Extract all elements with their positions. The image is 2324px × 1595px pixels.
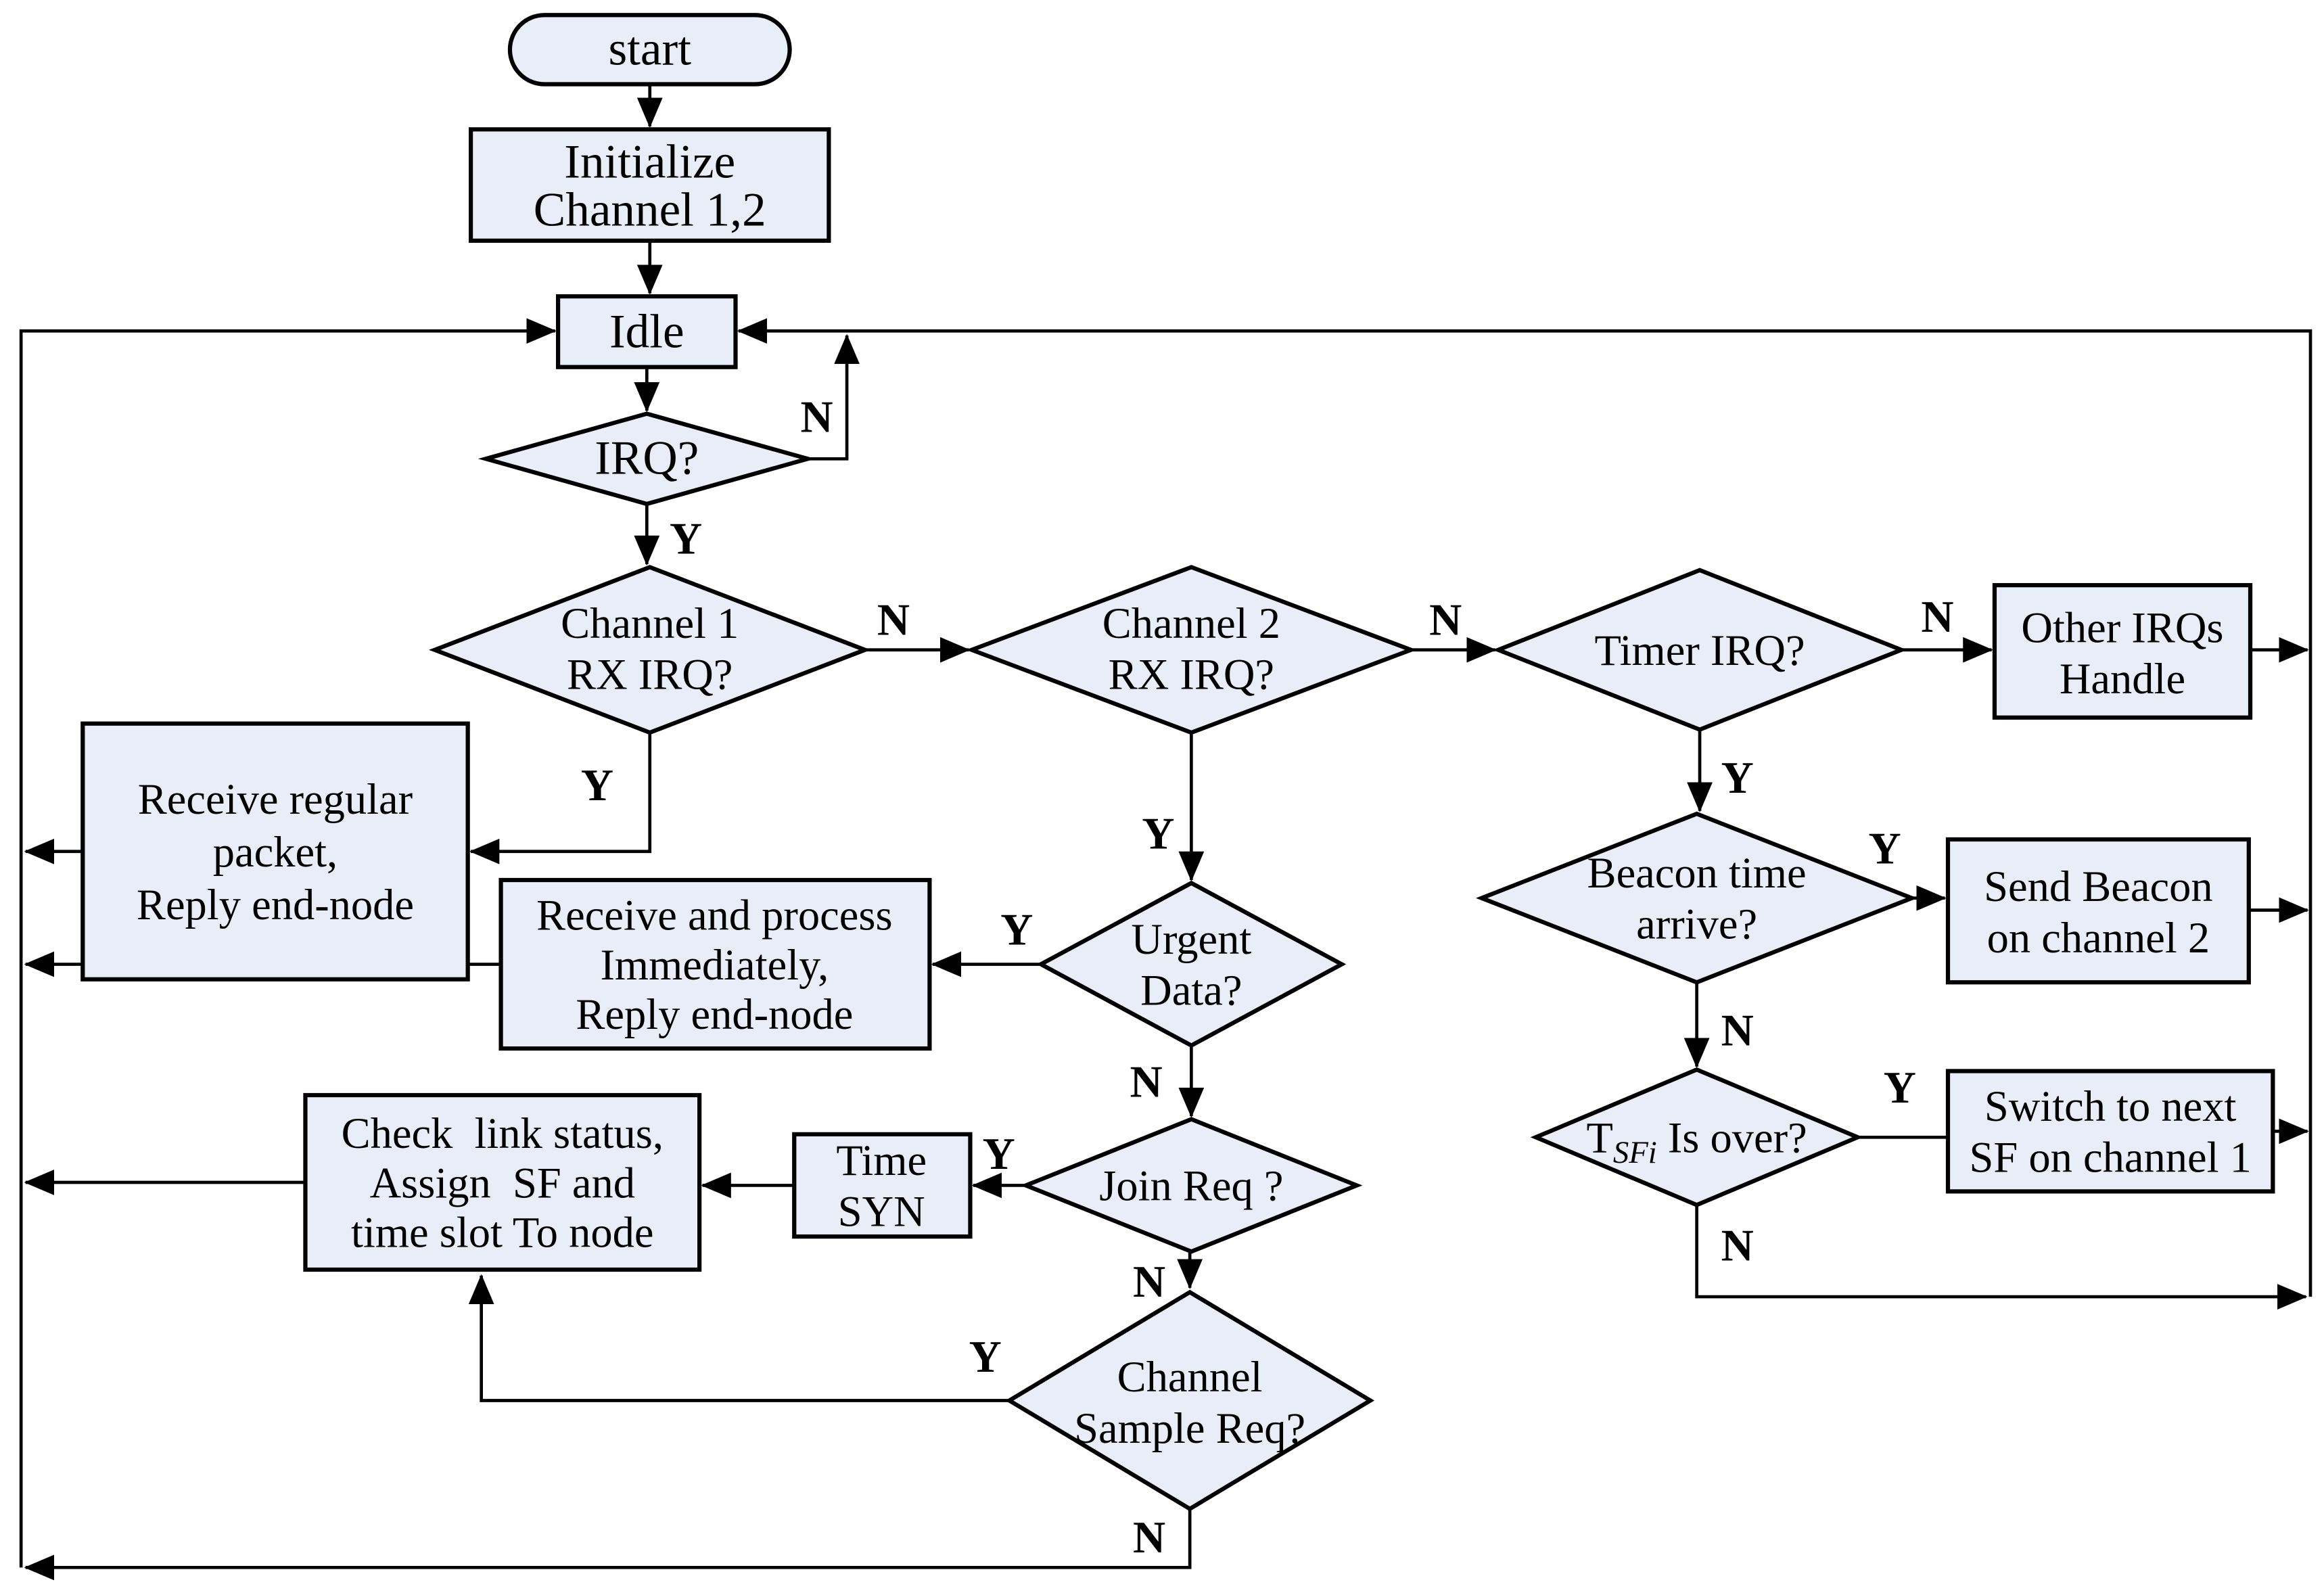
decision-channel-sample-req [1005, 1289, 1375, 1512]
node-receive-and-process [498, 877, 932, 1051]
node-start [507, 13, 792, 87]
decision-sample-line1: Channel [1117, 1353, 1263, 1401]
node-other-irqs-line2: Handle [2060, 655, 2185, 703]
node-idle [555, 294, 738, 369]
label-beacon-no: N [1721, 1007, 1754, 1056]
node-time-syn [792, 1132, 973, 1239]
decision-timer-irq [1492, 568, 1907, 732]
node-switch-line1: Switch to next [1984, 1082, 2237, 1130]
edge-tsfi-no [1695, 1205, 2308, 1310]
label-join-yes: Y [983, 1130, 1015, 1179]
decision-channel2-rx-irq [965, 565, 1417, 735]
tsfi-subscript: SFi [1613, 1135, 1657, 1170]
label-tsfi-yes: Y [1884, 1063, 1916, 1113]
decision-tsfi-label: TSFi Is over? [1586, 1114, 1807, 1171]
tsfi-suffix: Is over? [1657, 1114, 1807, 1162]
label-irq-no: N [801, 392, 833, 442]
node-initialize-line1: Initialize [564, 135, 735, 188]
node-receive-regular-line2: packet, [213, 828, 338, 876]
node-start-label: start [608, 23, 691, 76]
node-check-link-line3: time slot To node [351, 1209, 653, 1257]
decision-urgent-line2: Data? [1140, 967, 1242, 1015]
node-initialize-line2: Channel 1,2 [534, 184, 766, 237]
tsfi-prefix: T [1586, 1114, 1612, 1162]
label-timer-yes: Y [1721, 754, 1754, 803]
label-beacon-yes: Y [1869, 825, 1901, 874]
decision-timer-label: Timer IRQ? [1595, 626, 1805, 674]
node-receive-regular-packet [80, 721, 470, 981]
node-initialize [468, 127, 831, 243]
node-other-irqs-line1: Other IRQs [2021, 604, 2223, 652]
label-channel2-no: N [1429, 596, 1462, 645]
edge-sample-no-bottom [24, 1508, 1192, 1581]
decision-channel1-line2: RX IRQ? [567, 651, 733, 699]
node-send-beacon-line2: on channel 2 [1987, 914, 2210, 962]
label-channel1-yes: Y [581, 761, 613, 810]
node-send-beacon [1945, 837, 2251, 985]
node-receive-process-line3: Reply end-node [576, 990, 853, 1038]
label-timer-no: N [1921, 593, 1953, 642]
node-idle-label: Idle [609, 306, 684, 359]
label-sample-yes: Y [969, 1333, 1002, 1382]
node-check-link-line1: Check link status, [342, 1109, 664, 1157]
node-receive-process-line2: Immediately, [600, 941, 829, 989]
node-send-beacon-line1: Send Beacon [1984, 862, 2212, 910]
node-switch-line2: SF on channel 1 [1970, 1133, 2252, 1181]
node-switch-next-sf [1945, 1069, 2275, 1194]
decision-sample-line2: Sample Req? [1074, 1404, 1305, 1452]
decision-urgent-data [1036, 880, 1347, 1048]
node-receive-process-line1: Receive and process [536, 891, 892, 939]
decision-irq-label: IRQ? [595, 432, 699, 485]
edge-return-right-to-idle [737, 318, 2313, 1297]
decision-beacon-line2: arrive? [1636, 900, 1757, 948]
decision-urgent-line1: Urgent [1131, 915, 1251, 963]
decision-tsfi-is-over [1530, 1067, 1863, 1207]
label-tsfi-no: N [1721, 1222, 1754, 1271]
label-irq-yes: Y [670, 514, 702, 563]
decision-beacon-time-arrive [1476, 811, 1918, 985]
decision-irq [478, 411, 816, 507]
node-check-link-status [303, 1092, 702, 1272]
node-receive-regular-line3: Reply end-node [137, 881, 414, 929]
label-urgent-no: N [1130, 1057, 1163, 1107]
decision-channel2-line1: Channel 2 [1102, 599, 1280, 647]
decision-join-label: Join Req ? [1099, 1162, 1283, 1210]
edge-irq-no [808, 333, 860, 461]
node-time-syn-line1: Time [836, 1136, 927, 1184]
decision-channel1-rx-irq [429, 565, 871, 735]
label-channel1-no: N [877, 596, 910, 645]
decision-beacon-line1: Beacon time [1587, 849, 1807, 897]
label-channel2-yes: Y [1142, 809, 1174, 858]
edge-sample-yes [468, 1274, 1010, 1402]
label-join-no: N [1133, 1257, 1165, 1307]
decision-channel1-line1: Channel 1 [561, 599, 739, 647]
decision-channel2-line2: RX IRQ? [1109, 651, 1274, 699]
node-other-irqs-handle [1992, 582, 2253, 720]
node-receive-regular-line1: Receive regular [138, 775, 413, 823]
edge-return-left-to-idle [19, 318, 557, 1568]
node-time-syn-line2: SYN [838, 1188, 925, 1236]
decision-join-req [1020, 1117, 1363, 1254]
node-check-link-line2: Assign SF and [370, 1159, 635, 1207]
label-urgent-yes: Y [1000, 906, 1033, 955]
label-sample-no: N [1133, 1513, 1165, 1563]
edge-channel1-yes [469, 733, 652, 864]
